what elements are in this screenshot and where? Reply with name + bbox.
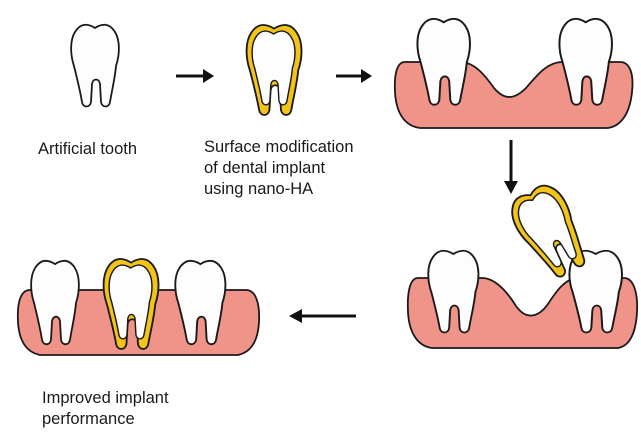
artificial-tooth-caption: Artificial tooth xyxy=(38,139,137,160)
arrow-down-icon xyxy=(504,140,518,194)
arrow-right-icon xyxy=(176,69,214,83)
improved-performance-caption: Improved implant performance xyxy=(42,388,169,430)
gum-with-gap-icon xyxy=(395,19,633,128)
caption-line: Improved implant xyxy=(42,388,169,409)
coated-tooth-icon xyxy=(247,25,302,115)
caption-line: performance xyxy=(42,409,169,430)
caption-line: using nano-HA xyxy=(204,179,354,200)
implant-insertion-icon xyxy=(408,179,637,348)
caption-line: Surface modification xyxy=(204,137,354,158)
arrow-left-icon xyxy=(289,309,356,323)
integrated-implant-icon xyxy=(18,259,259,355)
caption-line: of dental implant xyxy=(204,158,354,179)
arrow-right-icon xyxy=(336,69,372,83)
surface-modification-caption: Surface modification of dental implant u… xyxy=(204,137,354,200)
artificial-tooth-icon xyxy=(71,25,119,107)
